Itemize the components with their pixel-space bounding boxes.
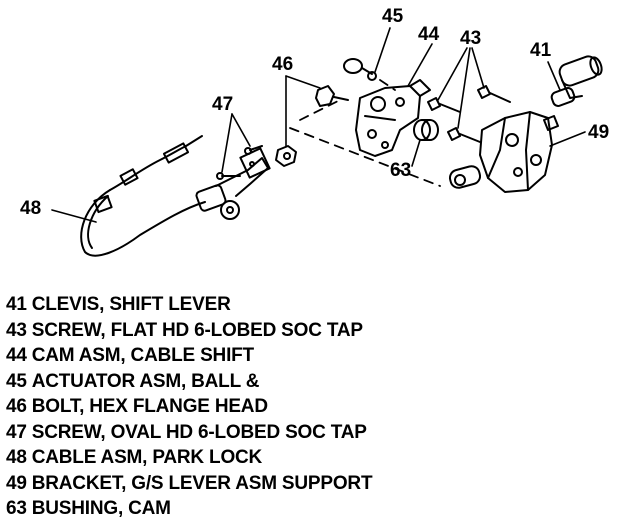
- legend-description: CAM ASM, CABLE SHIFT: [31, 345, 254, 366]
- legend-number: 47: [6, 421, 27, 443]
- legend-number: 43: [6, 319, 27, 341]
- callout-49: 49: [588, 122, 609, 143]
- legend-description: SCREW, OVAL HD 6-LOBED SOC TAP: [31, 421, 367, 443]
- legend-description: CABLE ASM, PARK LOCK: [31, 447, 263, 468]
- legend-number: 63: [6, 498, 27, 519]
- exploded-parts-diagram: 45 44 43 41 46 47 49 63 48: [20, 6, 609, 257]
- legend-number: 41: [6, 294, 27, 315]
- callout-47: 47: [212, 94, 233, 115]
- callout-63: 63: [390, 160, 411, 181]
- callout-44: 44: [418, 24, 440, 45]
- clevis-shift-lever: [550, 55, 603, 107]
- callout-labels: 45 44 43 41 46 47 49 63 48: [20, 6, 609, 219]
- legend-description: BRACKET, G/S LEVER ASM SUPPORT: [31, 472, 373, 494]
- legend-description: BUSHING, CAM: [31, 498, 171, 519]
- legend-description: ACTUATOR ASM, BALL &: [31, 370, 260, 392]
- screw-47-group: [216, 145, 263, 180]
- legend-description: CLEVIS, SHIFT LEVER: [31, 294, 231, 315]
- legend-number: 49: [6, 472, 27, 494]
- leader-lines: [51, 27, 586, 223]
- callout-43: 43: [460, 28, 481, 49]
- legend-number: 45: [6, 370, 27, 392]
- callout-45: 45: [382, 6, 404, 27]
- legend-description: BOLT, HEX FLANGE HEAD: [31, 396, 268, 417]
- legend-number: 46: [6, 396, 27, 417]
- assembly-dashed-lines: [289, 79, 441, 187]
- callout-41: 41: [530, 40, 552, 61]
- legend-number: 44: [6, 345, 27, 366]
- lever-support-bracket: [448, 111, 559, 193]
- legend-description: SCREW, FLAT HD 6-LOBED SOC TAP: [31, 319, 363, 341]
- cam-assembly: [343, 58, 431, 157]
- park-lock-cable: [80, 135, 271, 257]
- callout-48: 48: [20, 198, 41, 219]
- callout-46: 46: [272, 54, 293, 75]
- legend-number: 48: [6, 447, 27, 468]
- bushing-cam: [413, 119, 439, 141]
